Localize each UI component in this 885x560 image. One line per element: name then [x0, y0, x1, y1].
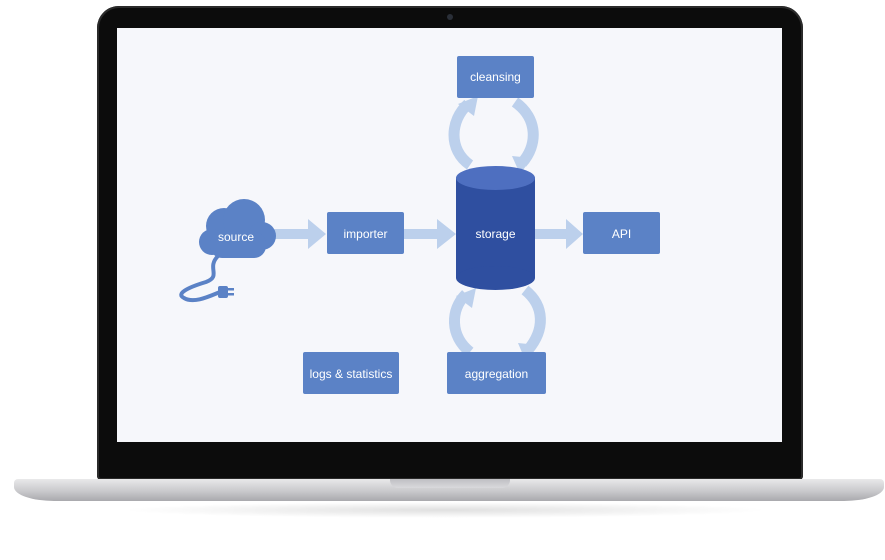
source-label: source	[218, 230, 254, 244]
laptop-base	[14, 479, 884, 501]
logs-statistics-node: logs & statistics	[303, 352, 399, 394]
cycle-arrow-down-2	[521, 285, 546, 354]
storage-node: storage	[456, 166, 535, 290]
importer-node: importer	[327, 212, 404, 254]
importer-label: importer	[343, 227, 387, 241]
cycle-arrow-up	[448, 99, 474, 170]
flow-arrows	[272, 219, 583, 249]
laptop-shadow	[120, 502, 770, 518]
api-label: API	[612, 227, 631, 241]
arrowhead-aggregation-up	[456, 288, 476, 308]
cycle-arrow-down	[511, 97, 539, 167]
cleansing-node: cleansing	[457, 56, 534, 98]
laptop-notch	[390, 479, 510, 488]
power-plug-icon	[179, 254, 234, 303]
logs-statistics-label: logs & statistics	[310, 367, 393, 381]
storage-label: storage	[475, 227, 515, 241]
source-cloud-icon: source	[199, 199, 276, 258]
arrow-importer-storage	[404, 219, 456, 249]
aggregation-label: aggregation	[465, 367, 528, 381]
api-node: API	[583, 212, 660, 254]
aggregation-node: aggregation	[447, 352, 546, 394]
cleansing-label: cleansing	[470, 70, 521, 84]
arrowhead-cleansing-up	[458, 96, 478, 116]
arrow-storage-api	[535, 219, 583, 249]
cycle-cleansing	[448, 97, 539, 170]
arrowhead-cleansing-down	[512, 156, 532, 174]
arrow-source-importer	[272, 219, 326, 249]
camera-icon	[447, 14, 453, 20]
